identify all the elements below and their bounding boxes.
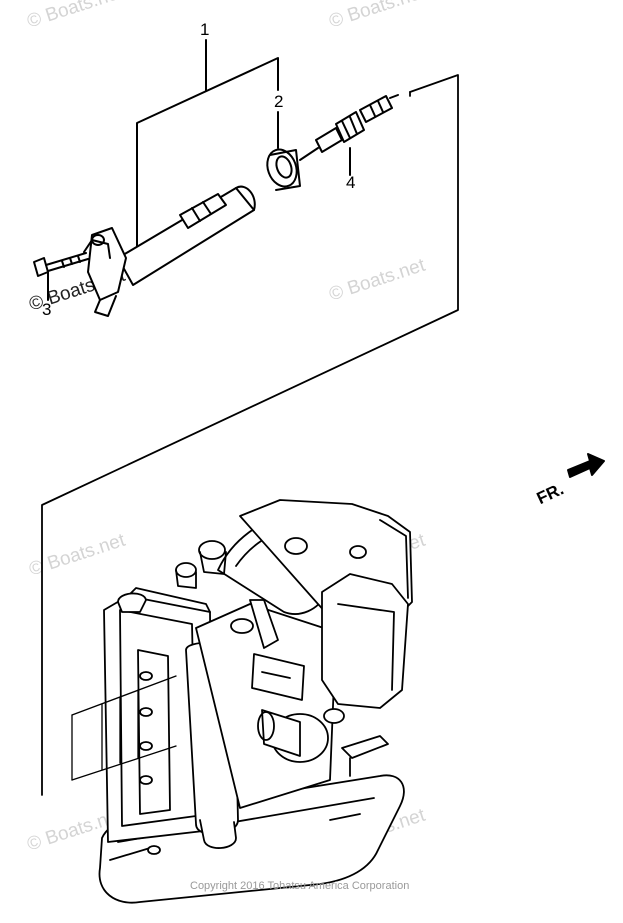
frame-grid xyxy=(71,675,177,781)
bolt xyxy=(33,252,89,277)
callout-part-4: 4 xyxy=(346,173,356,192)
part-1-bracket xyxy=(136,39,279,266)
callout-part-3: 3 xyxy=(42,300,52,319)
spark-plug xyxy=(299,94,399,161)
callout-part-1: 1 xyxy=(200,20,210,39)
grommet xyxy=(266,148,301,191)
callout-part-2: 2 xyxy=(274,92,284,111)
ignition-coil xyxy=(83,185,256,317)
exploded-view-frame xyxy=(41,74,459,796)
copyright-footer: Copyright 2016 Tohatsu America Corporati… xyxy=(190,880,410,892)
outboard-engine xyxy=(98,499,413,904)
fr-arrow-icon xyxy=(567,453,605,478)
